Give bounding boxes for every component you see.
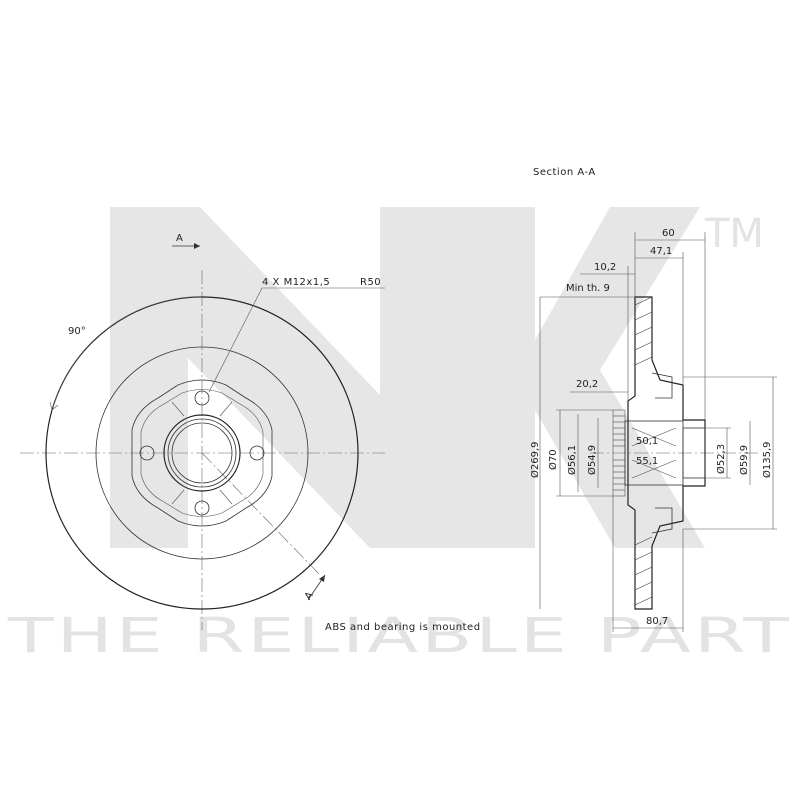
hub-flange-inner [140,389,264,517]
radius-label: R50 [360,277,381,288]
abs-note: ABS and bearing is mounted [325,622,481,633]
bolt-spec-leader [208,287,263,393]
section-marker-top: A [176,233,183,244]
section-title: Section A-A [533,167,596,178]
dim-10-2: 10,2 [594,262,616,273]
section-marker-top-arrowhead [194,243,200,249]
hat-bottom-detail [651,507,673,534]
dim-55-1: 55,1 [636,456,658,467]
hat-top-detail [651,372,673,399]
disc-section-outline [627,296,706,610]
dim-47-1: 47,1 [650,246,672,257]
section-view: Section A-A [529,167,777,632]
dim-dia-70: Ø70 [547,449,559,470]
abs-ring-teeth [613,415,625,491]
center-bore [171,422,233,484]
bolt-hole-top [194,390,210,406]
dim-dia-269-9: Ø269,9 [529,442,541,479]
hub-rib [171,489,185,505]
watermark-trademark: TM [704,211,764,257]
bolt-hole-left [139,445,155,461]
bolt-spec-label: 4 X M12x1,5 [262,277,330,288]
dim-min-thickness: Min th. 9 [566,283,610,294]
bearing-ring [167,418,237,488]
section-cut-line [201,452,321,576]
disc-friction-inner-edge [95,346,309,560]
watermark-tagline: THE RELIABLE PART [6,608,792,664]
dim-50-1: 50,1 [636,436,658,447]
dim-20-2: 20,2 [576,379,598,390]
watermark-logo: TM [110,207,764,548]
bolt-hole-right [249,445,265,461]
dim-dia-135-9: Ø135,9 [761,442,773,479]
angle-arrow [49,401,59,411]
dim-dia-54-9: Ø54,9 [586,445,598,475]
bolt-hole-bottom [194,500,210,516]
hub-rib [219,401,233,417]
dim-80-7: 80,7 [646,616,668,627]
bearing-outer [163,414,241,492]
dim-dia-52-3: Ø52,3 [715,444,727,474]
hub-bore-section [682,427,706,479]
section-hatching [634,296,653,606]
angle-arc [51,296,203,411]
angle-label: 90° [68,326,86,337]
bearing-rollers [631,427,677,479]
watermark-letter-n [110,207,455,548]
hub-rib [171,401,185,417]
section-marker-bottom-arrowhead [319,575,325,582]
front-view: 90° A A 4 X M12x1,5 R50 [20,233,385,630]
dim-dia-56-1: Ø56,1 [566,445,578,475]
dim-60: 60 [662,228,675,239]
dim-dia-59-9: Ø59,9 [738,445,750,475]
hub-flange [131,379,273,527]
hub-rib [219,489,233,505]
watermark-letter-k [455,207,705,548]
